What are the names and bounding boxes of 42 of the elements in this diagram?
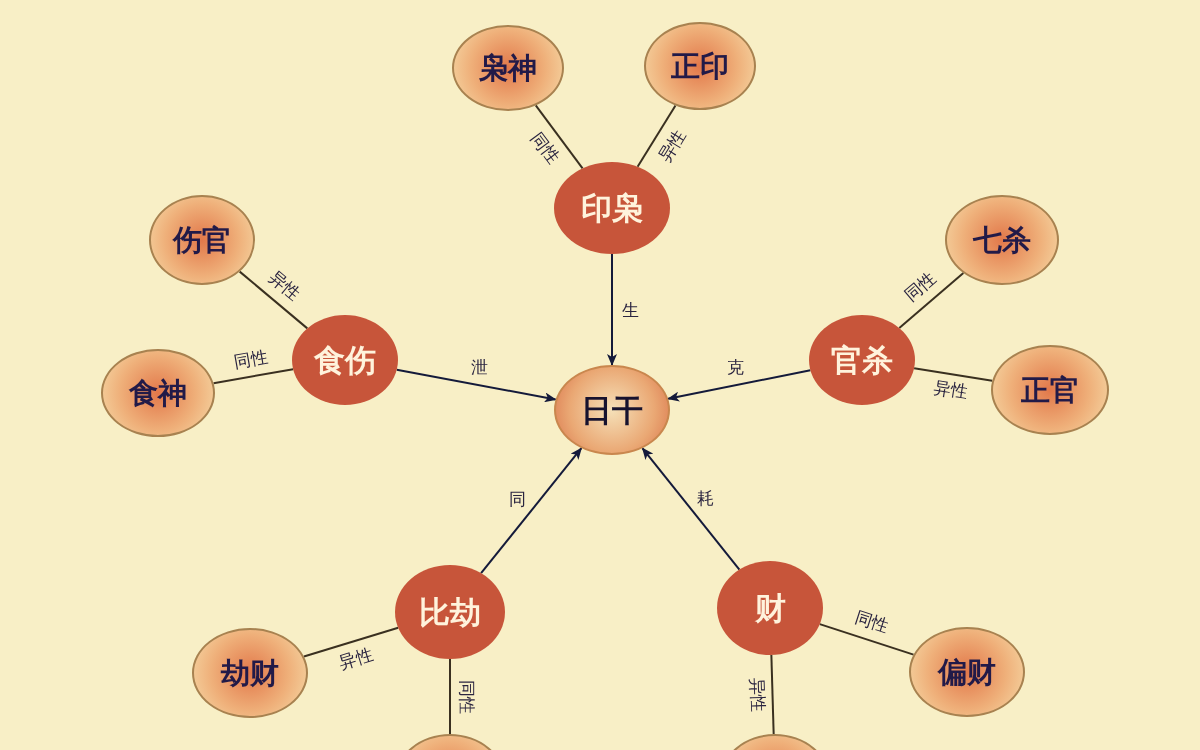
edge-label: 异性 — [266, 268, 304, 304]
group-circle: 食伤 — [292, 315, 398, 405]
connector-line — [913, 367, 994, 382]
connector-line — [449, 658, 451, 735]
term-circle: 正印 — [644, 22, 756, 110]
connector-line — [303, 626, 400, 658]
edge-label: 异性 — [932, 379, 969, 402]
connector-line — [238, 270, 309, 330]
term-circle: 伤官 — [149, 195, 255, 285]
group-circle: 财 — [717, 561, 823, 655]
group-circle: 官杀 — [809, 315, 915, 405]
edge-label: 同性 — [901, 269, 939, 305]
edge-label: 耗 — [696, 489, 714, 507]
edge-label: 异性 — [655, 126, 688, 165]
term-circle: 正官 — [991, 345, 1109, 435]
edge-label: 同性 — [232, 349, 269, 372]
arrow — [641, 447, 741, 571]
term-circle: 偏财 — [909, 627, 1025, 717]
connector-line — [770, 654, 775, 735]
edge-label: 异性 — [337, 646, 376, 673]
edge-label: 同性 — [457, 679, 475, 714]
connector-line — [818, 623, 915, 656]
term-circle: 食神 — [101, 349, 215, 437]
edge-label: 泄 — [471, 358, 488, 376]
term-circle: 劫财 — [192, 628, 308, 718]
arrow — [667, 369, 812, 402]
arrow — [395, 368, 557, 403]
connector-line — [534, 104, 584, 170]
edge-label: 异性 — [747, 677, 766, 713]
arrow — [480, 447, 583, 575]
connector-line — [898, 272, 965, 330]
connector-line — [212, 368, 295, 385]
arrow — [607, 253, 617, 366]
edge-label: 同性 — [853, 608, 891, 636]
edge-label: 生 — [621, 301, 639, 318]
edge-label: 克 — [727, 358, 745, 376]
term-circle: 枭神 — [452, 25, 564, 111]
group-circle: 印枭 — [554, 162, 670, 254]
edge-label: 同 — [508, 490, 526, 508]
term-circle: 七杀 — [945, 195, 1059, 285]
center-circle: 日干 — [554, 365, 670, 455]
group-circle: 比劫 — [395, 565, 505, 659]
